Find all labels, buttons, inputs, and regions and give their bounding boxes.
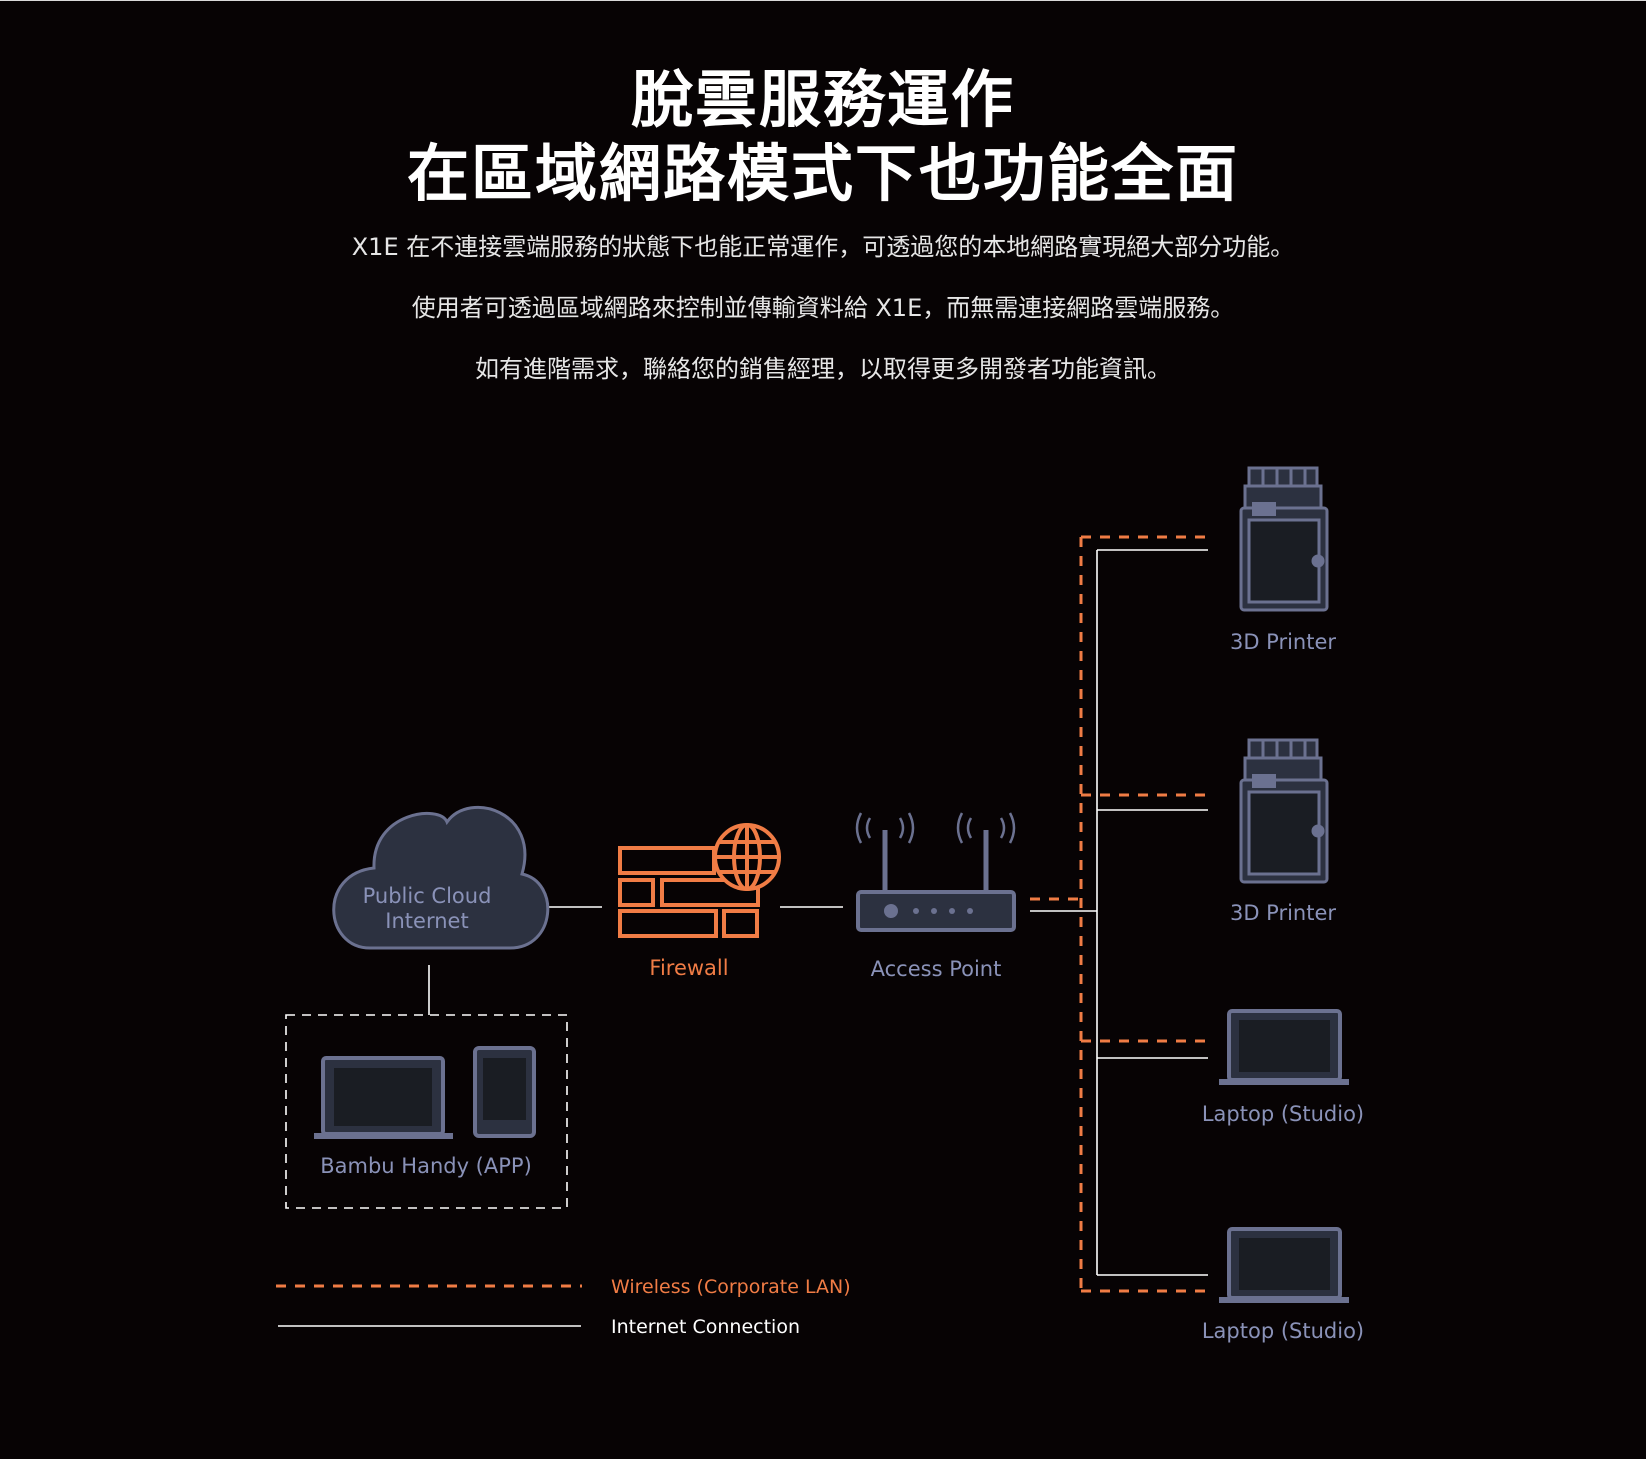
access-point-label: Access Point <box>871 957 1002 981</box>
legend-wireless-label: Wireless (Corporate LAN) <box>611 1276 851 1298</box>
access-point-node: Access Point <box>855 812 1016 981</box>
tablet-icon <box>473 1046 536 1138</box>
page-title-line-2: 在區域網路模式下也功能全面 <box>406 137 1239 210</box>
description-line-2: 使用者可透過區域網路來控制並傳輸資料給 X1E，而無需連接網路雲端服務。 <box>411 294 1235 322</box>
globe-icon <box>713 823 781 891</box>
legend: Wireless (Corporate LAN) Internet Connec… <box>276 1276 851 1338</box>
page-title-line-1: 脫雲服務運作 <box>630 63 1015 136</box>
3d-printer-icon <box>1239 466 1329 612</box>
firewall-label: Firewall <box>649 956 728 980</box>
brick <box>618 909 718 938</box>
laptop-1-label: Laptop (Studio) <box>1202 1102 1364 1126</box>
legend-internet-label: Internet Connection <box>611 1316 800 1338</box>
router-icon <box>855 812 1016 932</box>
brick <box>660 878 760 907</box>
cloud-node: Public Cloud Internet <box>332 805 550 950</box>
internet-connection-lines <box>428 549 1208 1276</box>
laptop-2-label: Laptop (Studio) <box>1202 1319 1364 1343</box>
cloud-icon <box>332 805 550 950</box>
cloud-label-line-1: Public Cloud <box>363 884 492 908</box>
printer-node-1: 3D Printer <box>1230 466 1336 654</box>
brick <box>722 909 759 938</box>
printer-node-2: 3D Printer <box>1230 738 1336 925</box>
wireless-connection-lines <box>1030 535 1208 1293</box>
cloud-label-line-2: Internet <box>385 909 468 933</box>
signal-waves-icon <box>855 812 1016 844</box>
app-group: Bambu Handy (APP) <box>285 1014 568 1209</box>
brick <box>618 878 655 907</box>
printer-1-label: 3D Printer <box>1230 630 1336 654</box>
3d-printer-icon <box>1239 738 1329 884</box>
brick <box>618 846 716 875</box>
printer-2-label: 3D Printer <box>1230 901 1336 925</box>
app-group-label: Bambu Handy (APP) <box>320 1154 532 1178</box>
app-group-border <box>285 1014 568 1209</box>
laptop-icon <box>314 1056 453 1139</box>
laptop-node-1: Laptop (Studio) <box>1202 1009 1364 1126</box>
laptop-node-2: Laptop (Studio) <box>1202 1227 1364 1343</box>
description-line-3: 如有進階需求，聯絡您的銷售經理，以取得更多開發者功能資訊。 <box>475 355 1171 383</box>
laptop-icon <box>1219 1227 1349 1303</box>
firewall-node: Firewall <box>618 823 781 980</box>
description-line-1: X1E 在不連接雲端服務的狀態下也能正常運作，可透過您的本地網路實現絕大部分功能… <box>351 233 1295 261</box>
laptop-icon <box>1219 1009 1349 1085</box>
